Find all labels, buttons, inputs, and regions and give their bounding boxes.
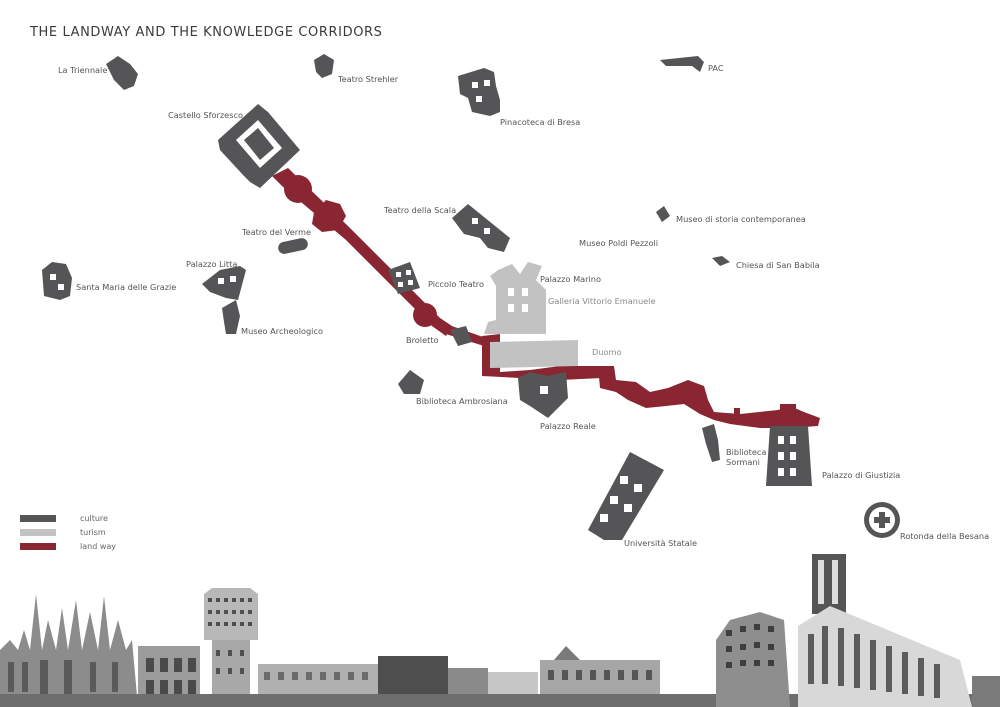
label-palazzo-giustizia: Palazzo di Giustizia (822, 470, 900, 480)
museo-archeologico-shape (222, 300, 240, 334)
label-universita: Università Statale (624, 538, 697, 548)
label-palazzo-reale: Palazzo Reale (540, 421, 596, 431)
label-chiesa-babila: Chiesa di San Babila (736, 260, 820, 270)
museo-storia-shape (656, 206, 670, 222)
label-biblioteca-sormani-1: Biblioteca (726, 447, 766, 457)
santa-maria-grazie-shape (42, 262, 72, 300)
biblioteca-ambrosiana-shape (398, 370, 424, 394)
piccolo-teatro-shape (388, 262, 420, 294)
label-galleria: Galleria Vittorio Emanuele (548, 296, 655, 306)
culture-buildings (42, 54, 900, 540)
label-la-triennale: La Triennale (58, 65, 107, 75)
legend-swatch-turism (20, 529, 56, 536)
teatro-del-verme-shape (278, 238, 308, 254)
palazzo-reale-shape (518, 372, 568, 418)
map-labels: La Triennale Teatro Strehler PAC Pinacot… (58, 63, 989, 548)
biblioteca-sormani-shape (702, 424, 720, 462)
label-museo-poldi: Museo Poldi Pezzoli (579, 238, 658, 248)
universita-statale-shape (588, 452, 664, 540)
label-museo-storia: Museo di storia contemporanea (676, 214, 806, 224)
teatro-della-scala-shape (452, 204, 510, 252)
label-castello: Castello Sforzesco (168, 110, 243, 120)
label-teatro-scala: Teatro della Scala (383, 205, 456, 215)
label-palazzo-litta: Palazzo Litta (186, 259, 237, 269)
duomo-shape (490, 340, 578, 368)
broletto-shape (450, 326, 472, 346)
galleria-vittorio-emanuele-shape (484, 262, 546, 334)
label-pac: PAC (708, 63, 724, 73)
label-santa-maria: Santa Maria delle Grazie (76, 282, 176, 292)
label-teatro-strehler: Teatro Strehler (337, 74, 399, 84)
label-biblioteca-ambrosiana: Biblioteca Ambrosiana (416, 396, 508, 406)
label-teatro-verme: Teatro del Verme (241, 227, 311, 237)
label-duomo: Duomo (592, 347, 622, 357)
pinacoteca-shape (458, 68, 500, 116)
label-rotonda: Rotonda della Besana (900, 531, 989, 541)
turism-buildings (484, 262, 578, 368)
city-skyline-image (0, 554, 1000, 707)
legend-swatch-culture (20, 515, 56, 522)
label-museo-archeologico: Museo Archeologico (241, 326, 323, 336)
legend: culture turism land way (20, 514, 116, 551)
teatro-strehler-shape (314, 54, 334, 78)
legend-label-culture: culture (80, 514, 108, 523)
palazzo-giustizia-shape (766, 426, 812, 486)
cross-icon (874, 512, 890, 528)
land-way-route (272, 168, 820, 428)
pac-shape (660, 56, 704, 72)
label-biblioteca-sormani-2: Sormani (726, 457, 760, 467)
label-broletto: Broletto (406, 335, 439, 345)
map-title: THE LANDWAY AND THE KNOWLEDGE CORRIDORS (29, 25, 383, 40)
label-pinacoteca: Pinacoteca di Bresa (500, 117, 580, 127)
legend-swatch-land-way (20, 543, 56, 550)
chiesa-san-babila-shape (712, 256, 730, 266)
legend-label-land-way: land way (80, 542, 116, 551)
label-palazzo-marino: Palazzo Marino (540, 274, 601, 284)
la-triennale-shape (106, 56, 138, 90)
label-piccolo-teatro: Piccolo Teatro (428, 279, 484, 289)
legend-label-turism: turism (80, 528, 106, 537)
